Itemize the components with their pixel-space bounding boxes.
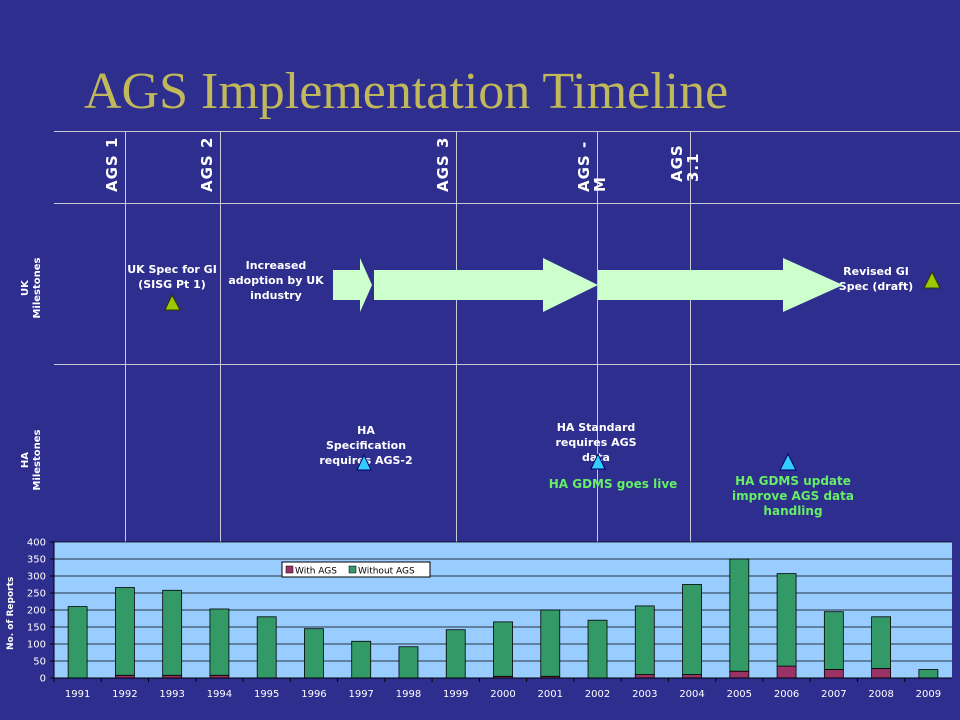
x-tick-label: 2000 <box>490 689 515 700</box>
bar-without-ags <box>398 646 419 679</box>
y-tick-label: 100 <box>27 640 46 651</box>
bar-with-ags <box>634 674 655 679</box>
adoption-arrow-3 <box>598 258 843 312</box>
version-line-ags3 <box>456 131 457 678</box>
x-tick-label: 1993 <box>159 689 184 700</box>
bar-without-ags <box>776 573 797 667</box>
y-tick-label: 250 <box>27 589 46 600</box>
x-tick-label: 1995 <box>254 689 279 700</box>
bar-without-ags <box>256 616 277 679</box>
version-line-ags2 <box>220 131 221 678</box>
x-tick-label: 1996 <box>301 689 326 700</box>
ha-marker-standard <box>590 452 606 470</box>
bar-with-ags <box>729 670 750 679</box>
ha-note-gdms-live: HA GDMS goes live <box>548 477 678 491</box>
bar-without-ags <box>587 619 608 679</box>
version-row-border <box>54 203 960 204</box>
x-tick-label: 1999 <box>443 689 468 700</box>
y-tick-label: 200 <box>27 606 46 617</box>
legend-label-without-ags: Without AGS <box>358 567 415 577</box>
uk-note-adoption: Increased adoption by UK industry <box>228 259 324 302</box>
ha-marker-spec <box>356 453 372 471</box>
legend-label-with-ags: With AGS <box>295 567 337 577</box>
version-line-ags1 <box>125 131 126 678</box>
uk-note-spec: UK Spec for GI (SISG Pt 1) <box>127 263 217 291</box>
version-line-ags31 <box>690 131 691 678</box>
chart-legend: With AGS Without AGS <box>281 561 431 578</box>
bar-without-ags <box>304 628 324 679</box>
bar-without-ags <box>67 606 88 679</box>
x-tick-label: 2008 <box>868 689 893 700</box>
x-tick-label: 1998 <box>396 689 421 700</box>
bar-without-ags <box>209 608 230 676</box>
bar-without-ags <box>871 616 892 669</box>
adoption-arrow-2 <box>374 258 598 312</box>
ha-marker-gdms-update <box>779 452 797 471</box>
y-axis-label: No. of Reports <box>6 577 16 650</box>
reports-chart: 0 50 100 150 200 250 300 350 400 1991 1992 1993 199… <box>6 538 952 700</box>
x-tick-label: 1994 <box>207 689 232 700</box>
bar-without-ags <box>540 609 561 677</box>
bar-without-ags <box>445 629 466 679</box>
bar-with-ags <box>682 674 702 679</box>
x-tick-label: 2002 <box>585 689 610 700</box>
x-tick-label: 2006 <box>774 689 799 700</box>
uk-marker-revised <box>923 270 941 289</box>
y-tick-label: 0 <box>40 674 46 685</box>
legend-swatch-with-ags <box>285 565 294 574</box>
bar-without-ags <box>162 589 183 676</box>
bar-without-ags <box>114 587 135 676</box>
legend-swatch-without-ags <box>348 565 357 574</box>
x-tick-label: 2004 <box>679 689 704 700</box>
ha-note-standard: HA Standard requires AGS data <box>555 421 637 464</box>
adoption-arrow-1 <box>333 258 372 312</box>
y-tick-label: 50 <box>33 657 46 668</box>
uk-row-border <box>54 364 960 365</box>
bar-with-ags <box>871 668 892 679</box>
x-tick-label: 2009 <box>916 689 941 700</box>
bar-without-ags <box>918 669 939 679</box>
y-tick-label: 350 <box>27 555 46 566</box>
bar-without-ags <box>351 640 372 679</box>
y-tick-label: 150 <box>27 623 46 634</box>
slide-title: AGS Implementation Timeline <box>84 63 729 120</box>
timeline-top-border <box>54 131 960 132</box>
uk-note-revised: Revised GI Spec (draft) <box>838 265 914 293</box>
bar-without-ags <box>729 558 750 672</box>
bar-without-ags <box>682 584 702 675</box>
x-tick-label: 2007 <box>821 689 846 700</box>
x-tick-label: 2003 <box>632 689 657 700</box>
ha-note-gdms-update: HA GDMS update improve AGS data handling <box>732 474 854 518</box>
y-tick-label: 300 <box>27 572 46 583</box>
x-tick-label: 2005 <box>727 689 752 700</box>
bar-without-ags <box>493 621 513 677</box>
bar-with-ags <box>776 665 797 679</box>
x-tick-label: 1997 <box>348 689 373 700</box>
x-tick-label: 1991 <box>65 689 90 700</box>
bar-without-ags <box>634 605 655 675</box>
x-tick-label: 1992 <box>112 689 137 700</box>
bar-with-ags <box>823 669 844 679</box>
y-tick-label: 400 <box>27 538 46 549</box>
bar-without-ags <box>823 611 844 670</box>
x-tick-label: 2001 <box>538 689 563 700</box>
version-line-agsm <box>597 131 598 678</box>
uk-marker-spec <box>164 293 181 311</box>
